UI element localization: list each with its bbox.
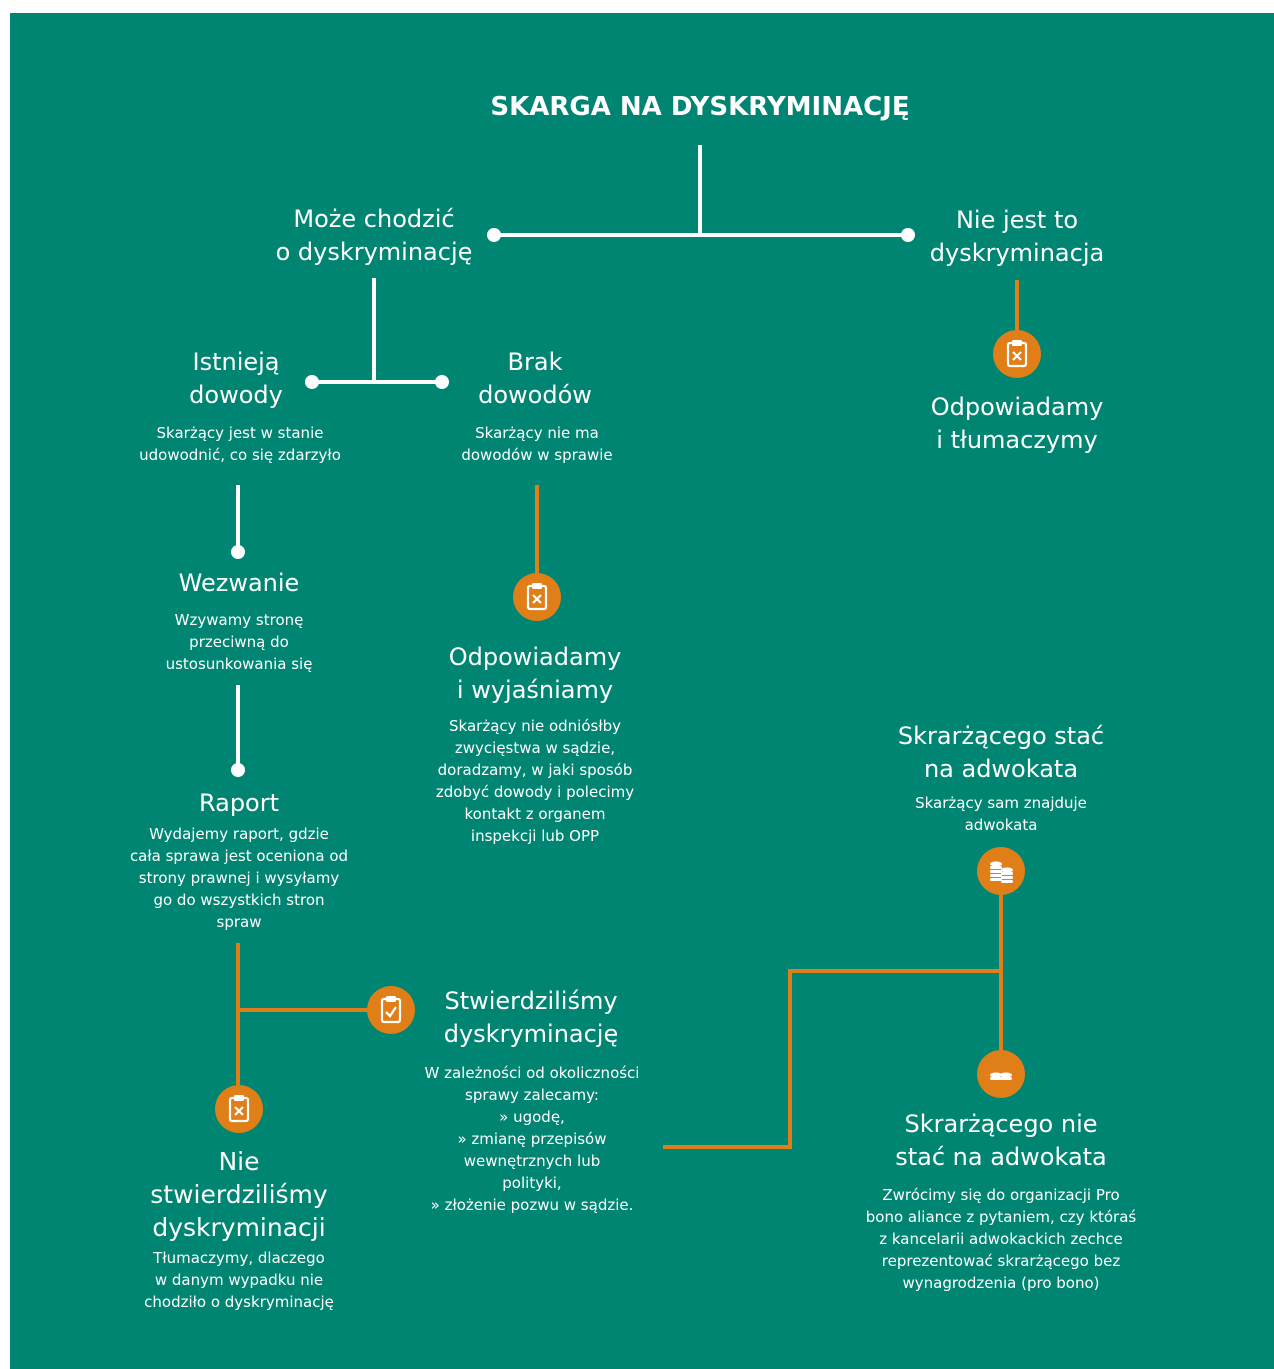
diagram-background <box>10 13 1274 1369</box>
node-stwierdzilismy: Stwierdziliśmy dyskryminację <box>443 987 619 1048</box>
node-nie-stwierdzilismy: Nie stwierdziliśmy dyskryminacji <box>150 1147 328 1242</box>
dot-raport <box>231 763 245 777</box>
clipboard-x-icon <box>215 1085 263 1133</box>
node-moze-chodzic: Może chodzić o dyskryminację <box>275 205 473 266</box>
coins-stack-icon <box>977 847 1025 895</box>
dot-istnieja <box>305 375 319 389</box>
coins-icon <box>977 1050 1025 1098</box>
node-nie-stac-na-adwokata: Skrarżącego nie stać na adwokata <box>895 1110 1107 1171</box>
node-odpowiadamy-tlumaczymy: Odpowiadamy i tłumaczymy <box>930 393 1104 454</box>
clipboard-x-icon <box>513 573 561 621</box>
node-odpowiadamy-wyjasniamy: Odpowiadamy i wyjaśniamy <box>448 643 622 704</box>
node-wezwanie-desc: Wzywamy stronę przeciwną do ustosunkowan… <box>165 611 313 673</box>
node-istnieja-desc: Skarżący jest w stanie udowodnić, co się… <box>139 424 341 464</box>
node-stwierdzilismy-desc: W zależności od okoliczności sprawy zale… <box>424 1064 640 1214</box>
node-brak-desc: Skarżący nie ma dowodów w sprawie <box>461 424 613 464</box>
dot-wezwanie <box>231 545 245 559</box>
clipboard-check-icon <box>367 986 415 1034</box>
page-title: SKARGA NA DYSKRYMINACJĘ <box>490 92 910 122</box>
clipboard-x-icon <box>993 330 1041 378</box>
connector-lawyer-route <box>663 969 1001 1149</box>
node-stac-na-adwokata: Skrarżącego stać na adwokata <box>897 722 1105 783</box>
node-nie-stac-desc: Zwrócimy się do organizacji Pro bono ali… <box>865 1186 1137 1292</box>
dot-moze <box>487 228 501 242</box>
node-brak-dowodow: Brak dowodów <box>478 348 592 409</box>
node-raport: Raport <box>198 789 280 817</box>
node-nie-jest-to: Nie jest to dyskryminacja <box>929 206 1105 267</box>
dot-brak <box>435 375 449 389</box>
node-raport-desc: Wydajemy raport, gdzie cała sprawa jest … <box>129 825 349 931</box>
node-istnieja-dowody: Istnieją dowody <box>189 348 283 409</box>
node-nie-stwierdzilismy-desc: Tłumaczymy, dlaczego w danym wypadku nie… <box>144 1249 334 1311</box>
node-wezwanie: Wezwanie <box>178 569 300 597</box>
node-stac-desc: Skarżący sam znajduje adwokata <box>915 794 1087 834</box>
node-odpowiadamy-wyjasniamy-desc: Skarżący nie odniósłby zwycięstwa w sądz… <box>435 717 635 845</box>
dot-nie-jest <box>901 228 915 242</box>
